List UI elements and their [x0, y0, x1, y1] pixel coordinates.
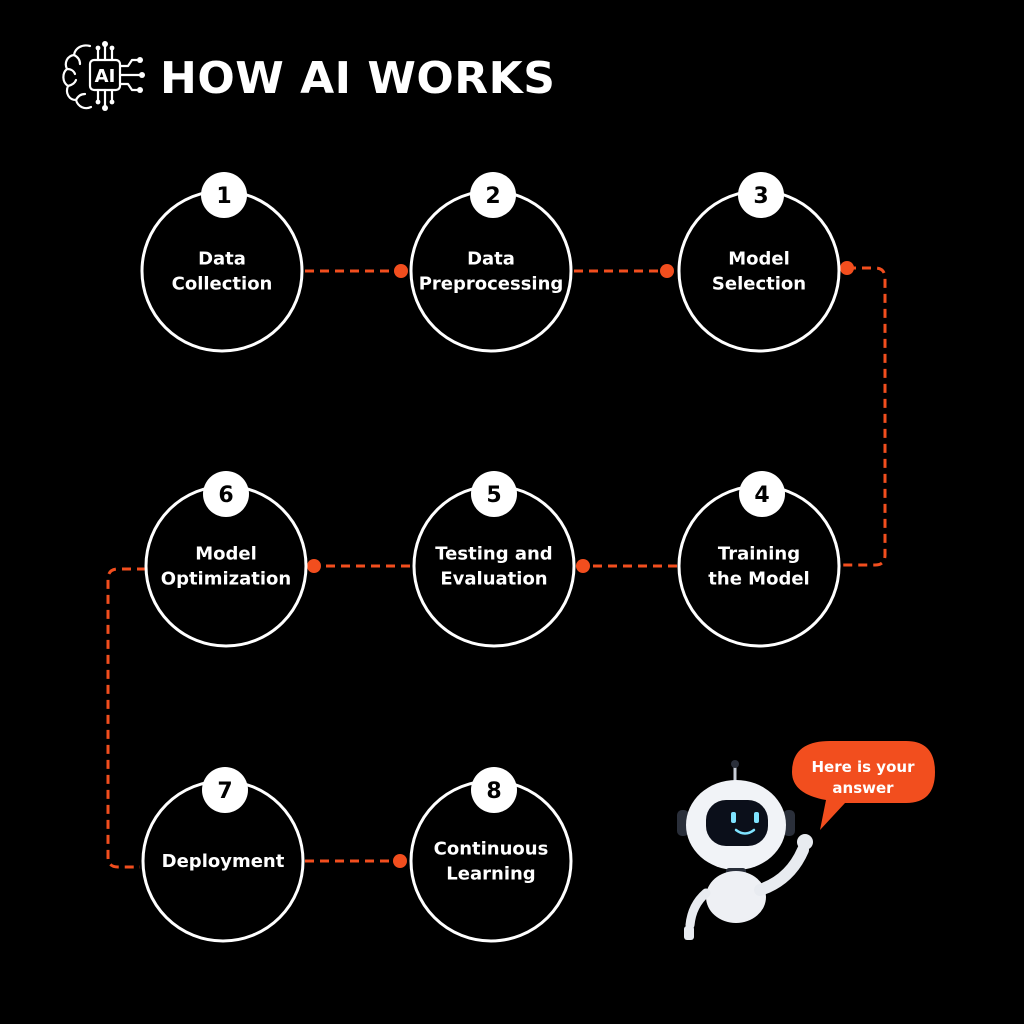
step-label-line: Model [195, 544, 257, 565]
connector-dot [307, 559, 321, 573]
step-label-line: Model [728, 249, 790, 270]
speech-line-1: Here is your [812, 758, 916, 776]
step-number-badge [203, 471, 249, 517]
connector-6-7 [106, 567, 146, 869]
step-label-line: Continuous [434, 839, 549, 860]
step-number: 7 [217, 779, 232, 804]
robot-mascot-icon [677, 760, 813, 940]
connector-dot [576, 559, 590, 573]
step-number-badge [202, 767, 248, 813]
speech-line-2: answer [832, 779, 894, 797]
step-label-line: Training [718, 544, 800, 565]
step-label-line: Testing and [435, 544, 552, 565]
step-label-line: Optimization [161, 569, 291, 590]
step-number: 1 [216, 184, 231, 209]
connector-dot [393, 854, 407, 868]
logo-ai-text: AI [95, 66, 116, 87]
ai-brain-circuit-icon: AI [62, 41, 145, 111]
step-number: 5 [486, 483, 501, 508]
step-number: 6 [218, 483, 233, 508]
header: AI HOW AI WORKS [60, 38, 555, 118]
step-label-line: Deployment [162, 851, 285, 872]
step-number-badge [201, 172, 247, 218]
step-number-badge [738, 172, 784, 218]
step-number: 2 [485, 184, 500, 209]
step-label-line: Learning [446, 864, 535, 885]
connector-dot [660, 264, 674, 278]
page-title: HOW AI WORKS [160, 52, 556, 104]
step-number-badge [471, 471, 517, 517]
step-number-badge [471, 767, 517, 813]
step-label-line: Data [467, 249, 515, 270]
step-label-line: Preprocessing [419, 274, 564, 295]
step-number: 8 [486, 779, 501, 804]
step-label-line: the Model [708, 569, 809, 590]
step-number: 4 [754, 483, 769, 508]
connector-3-4 [842, 266, 887, 567]
step-number: 3 [753, 184, 768, 209]
step-label-line: Data [198, 249, 246, 270]
step-number-badge [739, 471, 785, 517]
step-label-line: Collection [172, 274, 273, 295]
step-label-line: Evaluation [440, 569, 547, 590]
speech-bubble: Here is your answer [792, 741, 935, 830]
connector-dot [840, 261, 854, 275]
step-number-badge [470, 172, 516, 218]
step-label-line: Selection [712, 274, 806, 295]
connector-dot [394, 264, 408, 278]
